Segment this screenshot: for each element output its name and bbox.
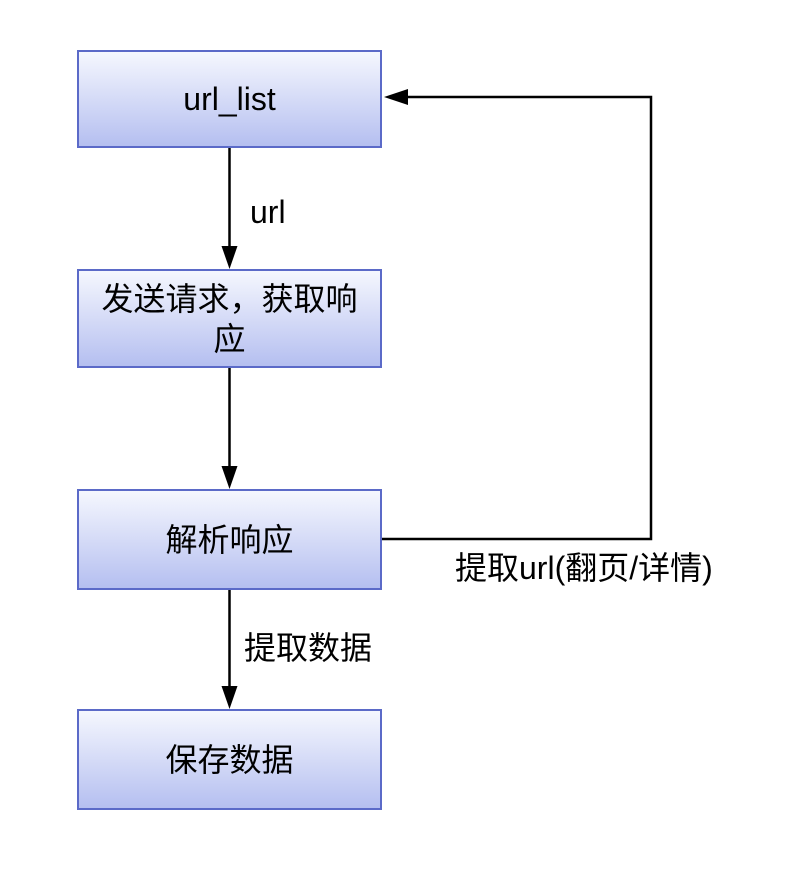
- edge-label-extract-url: 提取url(翻页/详情): [455, 550, 713, 586]
- edge-label-url: url: [250, 194, 286, 230]
- node-parse-response: 解析响应: [77, 489, 382, 590]
- arrow-parse-response-to-save-data: [221, 590, 238, 709]
- node-save-data: 保存数据: [77, 709, 382, 810]
- arrow-url-list-to-send-request: [221, 148, 238, 269]
- node-url-list: url_list: [77, 50, 382, 148]
- edge-label-extract-data: 提取数据: [244, 630, 373, 666]
- arrow-parse-response-to-url-list-loop: [382, 89, 653, 541]
- node-send-request: 发送请求，获取响应: [77, 269, 382, 368]
- arrow-send-request-to-parse-response: [221, 368, 238, 489]
